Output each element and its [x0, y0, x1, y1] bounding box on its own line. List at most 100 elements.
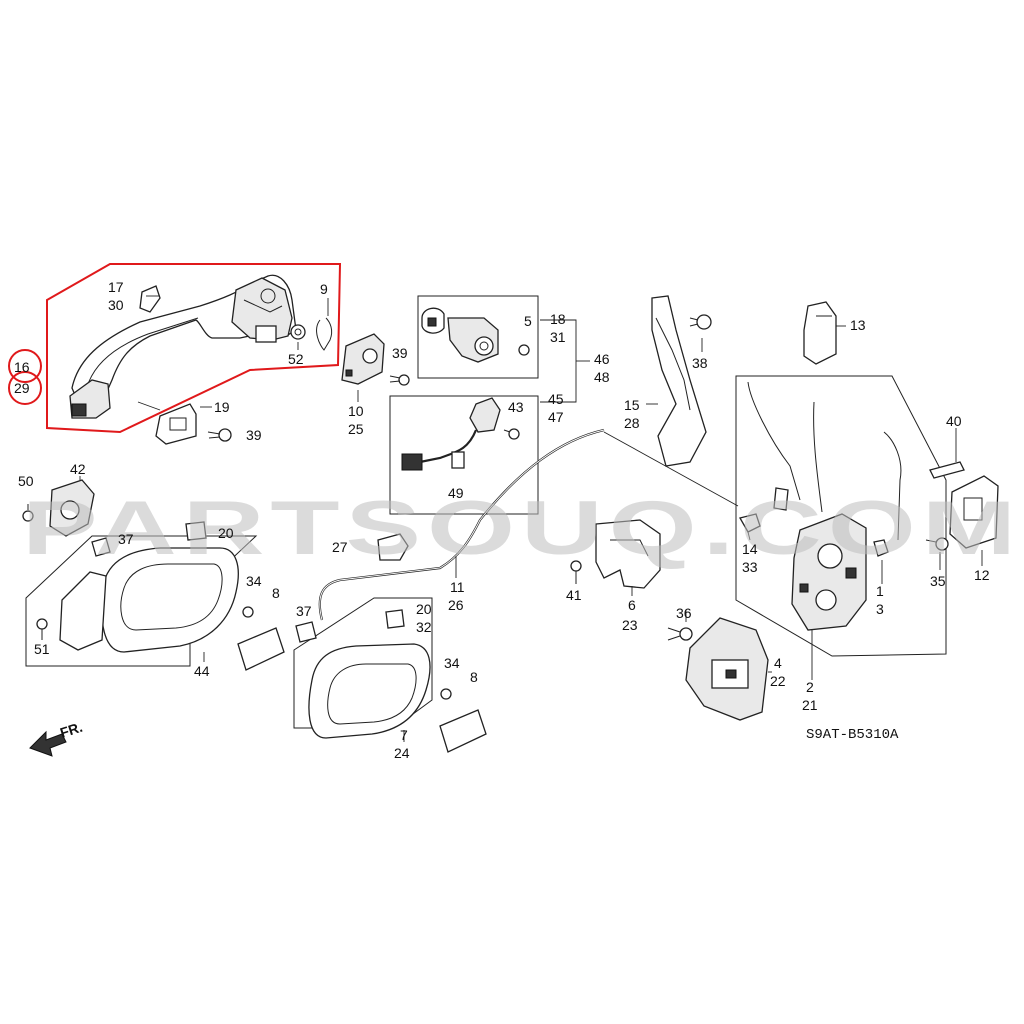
screw-41[interactable]	[570, 560, 582, 584]
part-label: 36	[676, 605, 692, 621]
lock-rod-right	[883, 431, 902, 541]
front-label: FR.	[58, 719, 84, 741]
lock-rod	[747, 381, 801, 501]
screw-51[interactable]	[36, 618, 48, 640]
front-arrow-icon	[29, 730, 67, 757]
part-label: 19	[214, 399, 230, 415]
part-label: 30	[108, 297, 124, 313]
part-label: 46	[594, 351, 610, 367]
part-label: 1	[876, 583, 884, 599]
screw-39-upper[interactable]	[389, 374, 410, 386]
door-striker-12[interactable]	[949, 475, 999, 549]
clip-27[interactable]	[377, 533, 409, 561]
screw-39-lower[interactable]	[207, 428, 232, 442]
clip-20a[interactable]	[185, 521, 207, 541]
part-label: 39	[392, 345, 408, 361]
part-label: 22	[770, 673, 786, 689]
part-label: 5	[524, 313, 532, 329]
clip-49[interactable]	[451, 451, 465, 469]
part-label: 40	[946, 413, 962, 429]
part-label: 37	[296, 603, 312, 619]
switch-harness	[419, 429, 478, 464]
diagram-code: S9AT-B5310A	[806, 727, 899, 743]
inner-base-plate	[59, 571, 107, 651]
part-label: 49	[448, 485, 464, 501]
part-label: 17	[108, 279, 124, 295]
handle-gasket-19[interactable]	[155, 403, 197, 445]
part-label: 10	[348, 403, 364, 419]
part-number-labels: 17 30 9 52 19 39 39 10 25 5 18 31 46 48 …	[18, 279, 990, 761]
part-label: 20	[218, 525, 234, 541]
screw-40[interactable]	[929, 461, 965, 479]
cap-8a[interactable]	[237, 627, 285, 671]
part-label: 35	[930, 573, 946, 589]
rod-protector-15-28[interactable]	[651, 295, 707, 467]
clip-5[interactable]	[518, 344, 530, 356]
part-label: 25	[348, 421, 364, 437]
part-label: 34	[246, 573, 262, 589]
part-label: 7	[400, 727, 408, 743]
clip-1-3[interactable]	[873, 539, 889, 557]
part-label: 47	[548, 409, 564, 425]
clip-14-33[interactable]	[739, 513, 761, 533]
part-label: 23	[622, 617, 638, 633]
part-label: 50	[18, 473, 34, 489]
part-label: 26	[448, 597, 464, 613]
switch-box-45-47	[389, 395, 539, 515]
front-direction-indicator: FR.	[29, 719, 84, 757]
handle-mechanism	[231, 277, 293, 341]
part-label: 28	[624, 415, 640, 431]
rod-clip-upper[interactable]	[773, 487, 789, 511]
clip-38[interactable]	[689, 314, 712, 330]
screw-34b[interactable]	[440, 688, 452, 700]
screw-35[interactable]	[925, 537, 949, 551]
inner-link-6-23[interactable]	[595, 519, 661, 589]
part-label: 21	[802, 697, 818, 713]
part-label: 24	[394, 745, 410, 761]
part-label: 43	[508, 399, 524, 415]
lock-rod-long	[813, 401, 823, 513]
part-label: 38	[692, 355, 708, 371]
clip-37b[interactable]	[295, 621, 317, 643]
cap-8b[interactable]	[439, 709, 487, 753]
part-label: 31	[550, 329, 566, 345]
highlight-outline	[46, 263, 342, 434]
bezel-frame-7	[293, 597, 433, 729]
latch-box-2-21	[735, 375, 947, 657]
spring-wire-9[interactable]	[316, 317, 333, 351]
highlighted-label-group: 16 29	[8, 349, 42, 405]
inside-handle-44[interactable]	[101, 547, 239, 653]
watermark: PARTSOUQ.COM	[22, 486, 1022, 571]
part-label: 44	[194, 663, 210, 679]
part-label: 52	[288, 351, 304, 367]
part-label: 39	[246, 427, 262, 443]
part-label: 33	[742, 559, 758, 575]
part-label: 20	[416, 601, 432, 617]
screw-36[interactable]	[667, 627, 693, 641]
label-29: 29	[14, 380, 30, 396]
part-label: 13	[850, 317, 866, 333]
clip-37a[interactable]	[91, 537, 111, 557]
screw-50[interactable]	[22, 504, 34, 522]
cover-13[interactable]	[803, 301, 837, 365]
part-label: 4	[774, 655, 782, 671]
clip-17-30[interactable]	[139, 285, 161, 313]
clip-20b[interactable]	[385, 609, 405, 629]
part-label: 27	[332, 539, 348, 555]
cylinder-switch[interactable]	[469, 397, 501, 433]
highlight-circle-29	[8, 371, 42, 405]
screw-43[interactable]	[503, 428, 520, 440]
door-latch-assembly[interactable]	[791, 513, 867, 631]
part-label: 51	[34, 641, 50, 657]
part-label: 18	[550, 311, 566, 327]
washer-52[interactable]	[290, 324, 306, 340]
part-label: 14	[742, 541, 758, 557]
part-label: 37	[118, 531, 134, 547]
part-label: 12	[974, 567, 990, 583]
part-label: 11	[450, 579, 465, 595]
screw-34a[interactable]	[242, 606, 254, 618]
part-label: 42	[70, 461, 86, 477]
part-label: 3	[876, 601, 884, 617]
inside-handle-7[interactable]	[308, 643, 431, 739]
